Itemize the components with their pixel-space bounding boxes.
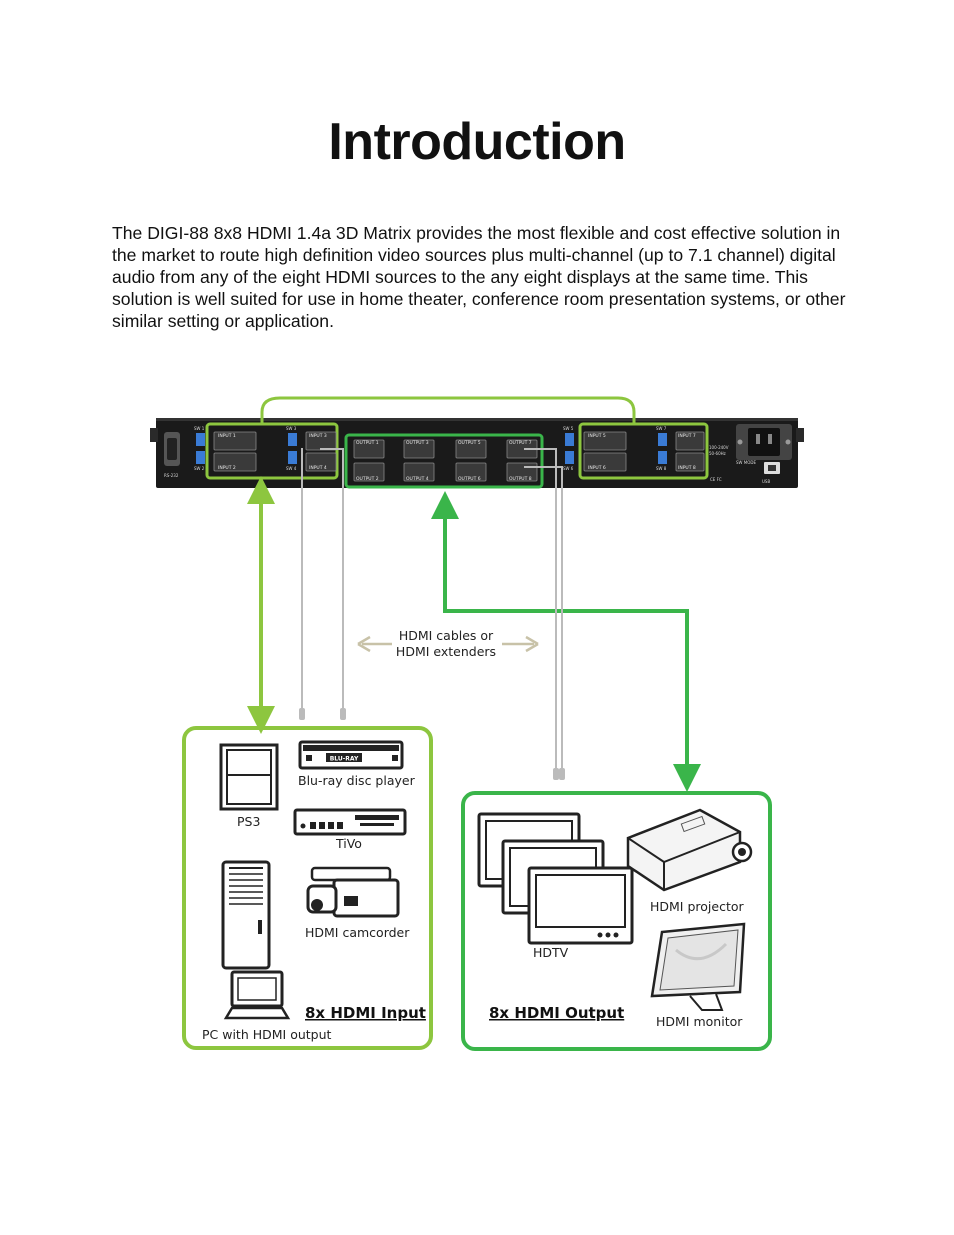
output-port-label: OUTPUT 1 xyxy=(356,440,379,446)
input-group-link xyxy=(260,396,636,424)
camcorder-icon xyxy=(306,866,400,918)
cert-label: CE FC xyxy=(710,477,722,482)
tivo-icon xyxy=(293,808,407,836)
laptop-icon xyxy=(223,970,291,1020)
matrix-rear-panel: RS-232 SW 1 SW 2 SW 3 SW 4 SW 5 SW 6 SW … xyxy=(150,418,804,489)
rs232-port: RS-232 xyxy=(164,432,180,478)
intro-paragraph: The DIGI-88 8x8 HDMI 1.4a 3D Matrix prov… xyxy=(112,223,846,331)
page-title: Introduction xyxy=(328,113,626,171)
output-panel: HDTV HDMI projector HDMI monitor 8x HDMI… xyxy=(461,791,772,1051)
sw-mode-label: SW MODE xyxy=(736,460,756,465)
pc-label: PC with HDMI output xyxy=(202,1027,332,1042)
sw-label: SW 1 xyxy=(194,426,205,431)
sw-label: SW 8 xyxy=(656,466,667,471)
cables-label-group: HDMI cables or HDMI extenders xyxy=(357,628,539,659)
monitor-icon xyxy=(650,922,746,1011)
ps3-icon xyxy=(219,743,279,811)
output-port-label: OUTPUT 6 xyxy=(458,476,481,482)
sw-label: SW 2 xyxy=(194,466,205,471)
projector-label: HDMI projector xyxy=(650,899,745,914)
projector-icon xyxy=(626,808,753,892)
sw-label: SW 3 xyxy=(286,426,297,431)
input-port-label: INPUT 2 xyxy=(218,465,236,471)
usb-label: USB xyxy=(762,479,770,484)
output-port-label: OUTPUT 4 xyxy=(406,476,429,482)
input-port-label: INPUT 3 xyxy=(309,433,327,439)
input-port-label: INPUT 1 xyxy=(218,433,236,439)
input-port-label: INPUT 4 xyxy=(309,465,327,471)
output-connection-arrow xyxy=(431,491,701,792)
input-port-label: INPUT 8 xyxy=(678,465,696,471)
sw-label: SW 6 xyxy=(563,466,574,471)
hdtv-label: HDTV xyxy=(533,945,569,960)
output-port-label: OUTPUT 2 xyxy=(356,476,379,482)
input-panel-heading: 8x HDMI Input xyxy=(305,1004,426,1022)
output-ports: OUTPUT 1 OUTPUT 2 OUTPUT 3 OUTPUT 4 OUTP… xyxy=(353,439,538,482)
camcorder-label: HDMI camcorder xyxy=(305,925,410,940)
output-port-label: OUTPUT 7 xyxy=(509,440,532,446)
cables-label-line1: HDMI cables or xyxy=(399,628,494,643)
input-port-label: INPUT 6 xyxy=(588,465,606,471)
hdtv-icon xyxy=(477,812,634,945)
input-port-label: INPUT 7 xyxy=(678,433,696,439)
power-voltage-label: 100-240V xyxy=(709,445,729,450)
monitor-label: HDMI monitor xyxy=(656,1014,743,1029)
output-panel-heading: 8x HDMI Output xyxy=(489,1004,624,1022)
rs232-label: RS-232 xyxy=(164,473,179,478)
output-port-label: OUTPUT 5 xyxy=(458,440,481,446)
power-frequency-label: 50-60Hz xyxy=(709,451,726,456)
output-port-label: OUTPUT 3 xyxy=(406,440,429,446)
input-panel: PS3 BLU-RAY Blu-ray disc player TiVo xyxy=(182,726,433,1050)
power-socket: 100-240V 50-60Hz xyxy=(709,424,792,460)
bluray-logo-text: BLU-RAY xyxy=(330,756,359,763)
sw-label: SW 4 xyxy=(286,466,297,471)
sw-label: SW 5 xyxy=(563,426,574,431)
bluray-player-icon: BLU-RAY xyxy=(298,740,404,770)
cables-label-line2: HDMI extenders xyxy=(396,644,496,659)
sw-label: SW 7 xyxy=(656,426,667,431)
input-ports: INPUT 1 INPUT 2 INPUT 3 INPUT 4 INPUT 5 … xyxy=(213,431,705,472)
output-port-label: OUTPUT 8 xyxy=(509,476,532,482)
bluray-label: Blu-ray disc player xyxy=(298,773,416,788)
input-port-label: INPUT 5 xyxy=(588,433,606,439)
pc-tower-icon xyxy=(221,860,271,970)
ps3-label: PS3 xyxy=(237,814,260,829)
usb-port: USB xyxy=(762,462,780,484)
tivo-label: TiVo xyxy=(335,836,362,851)
hdmi-cables xyxy=(301,448,563,775)
